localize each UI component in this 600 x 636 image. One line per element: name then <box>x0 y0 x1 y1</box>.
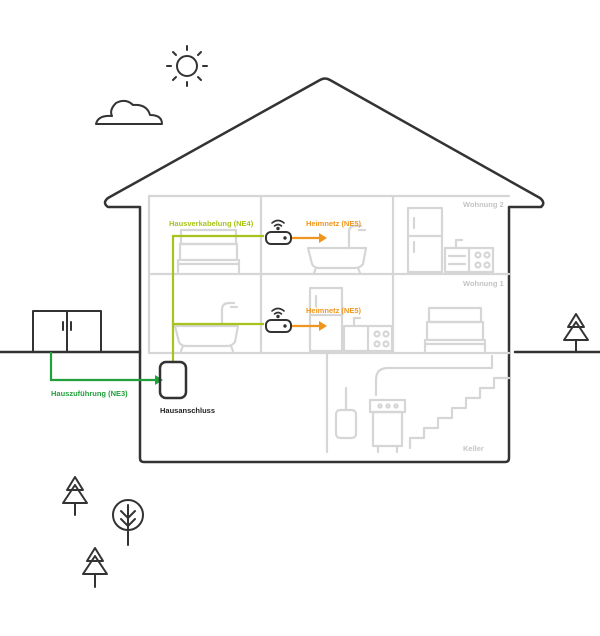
wifi-icon <box>271 219 285 231</box>
bed-icon <box>423 306 487 353</box>
tree-icon <box>563 313 589 353</box>
junction-box-icon <box>32 310 102 353</box>
room-label-wohnung1: Wohnung 1 <box>463 279 504 288</box>
stove-icon <box>443 238 495 274</box>
label-ne3: Hauszuführung (NE3) <box>51 389 128 398</box>
tree-icon <box>112 499 144 546</box>
room-label-keller: Keller <box>463 444 484 453</box>
label-ne4: Hausverkabelung (NE4) <box>169 219 254 228</box>
ne4-cable <box>171 234 264 362</box>
ne5-arrowhead-lower <box>319 321 327 331</box>
bathtub-icon <box>173 301 240 353</box>
label-ne5-lower: Heimnetz (NE5) <box>306 306 362 315</box>
fridge-icon <box>406 206 444 274</box>
cloud-icon <box>95 99 163 125</box>
sun-icon <box>166 45 208 87</box>
water-heater-icon <box>334 386 358 440</box>
tree-icon <box>62 476 88 516</box>
ne5-arrowhead-upper <box>319 233 327 243</box>
stove-icon <box>342 316 394 353</box>
stairs-icon <box>408 376 511 450</box>
router-icon <box>265 231 292 245</box>
room-label-wohnung2: Wohnung 2 <box>463 200 504 209</box>
label-ne5-upper: Heimnetz (NE5) <box>306 219 362 228</box>
tree-icon <box>82 547 108 588</box>
boiler-icon <box>368 398 407 454</box>
router-icon <box>265 319 292 333</box>
bathtub-icon <box>306 224 368 275</box>
wifi-icon <box>271 307 285 319</box>
label-hausanschluss: Hausanschluss <box>160 406 215 415</box>
hausanschluss-box <box>158 360 188 400</box>
bed-icon <box>176 228 241 274</box>
pipe <box>374 354 494 397</box>
ne3-cable <box>49 352 156 382</box>
house-outline <box>103 77 545 464</box>
fridge-icon <box>308 286 344 353</box>
